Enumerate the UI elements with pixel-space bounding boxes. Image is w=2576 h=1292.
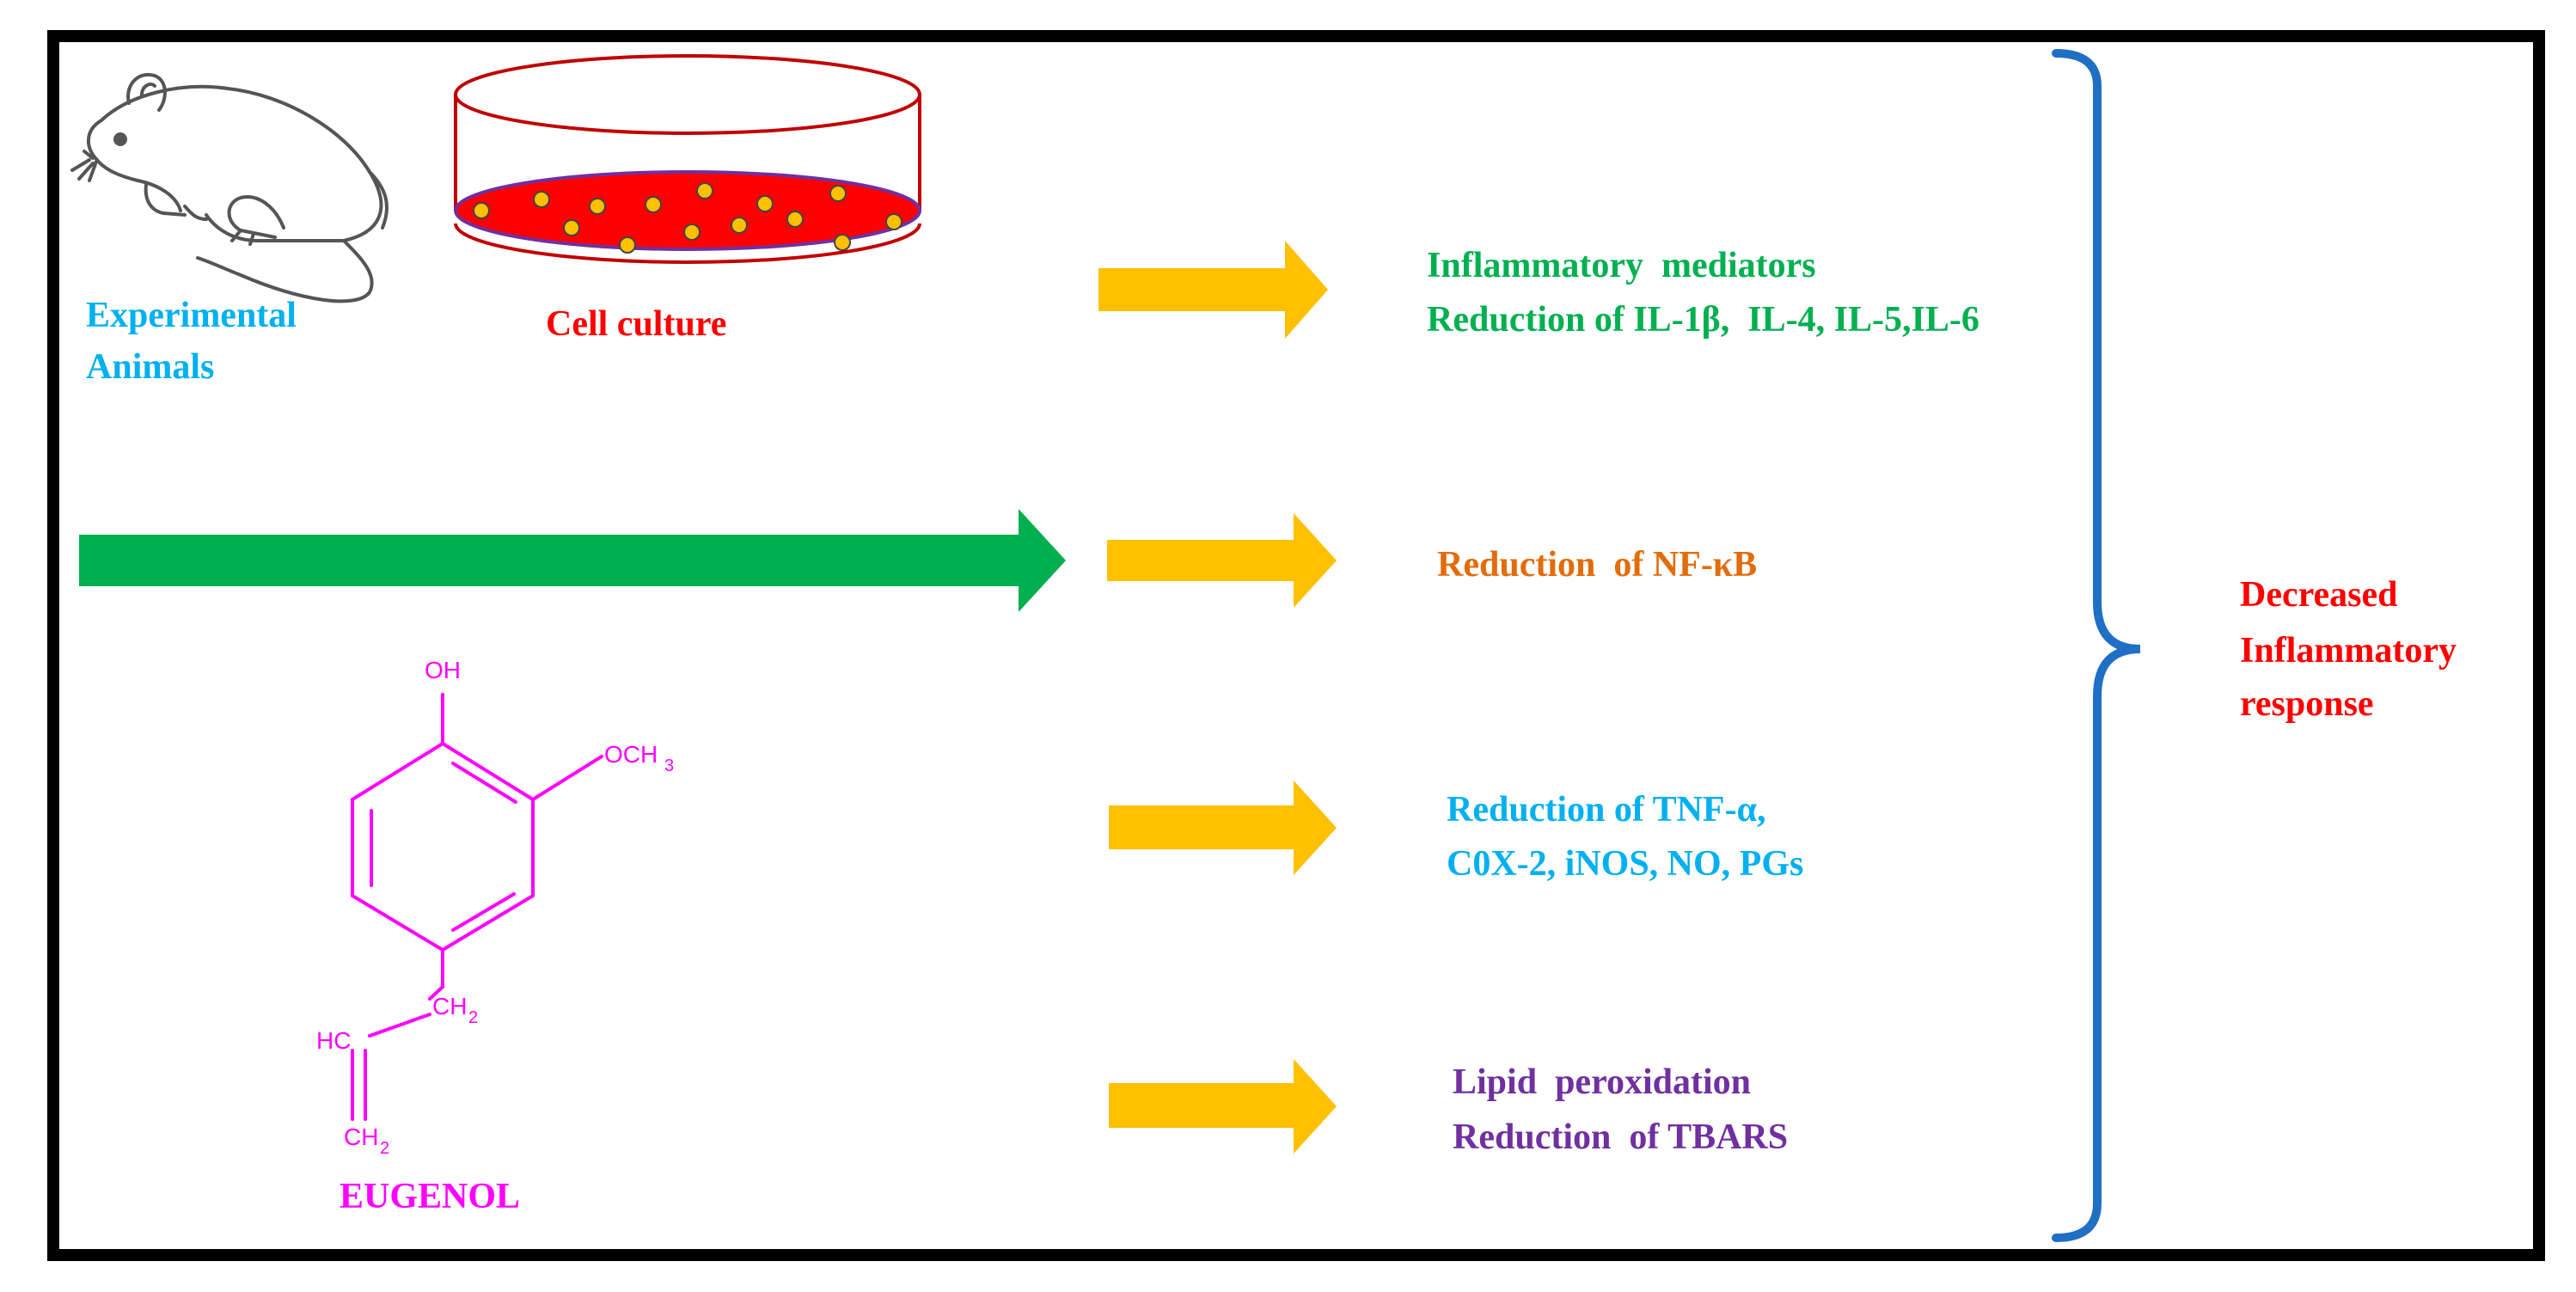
tnf-line2: C0X-2, iNOS, NO, PGs: [1447, 844, 1803, 884]
outcome-line1: Decreased: [2240, 575, 2397, 615]
eugenol-och3-sub: 3: [664, 756, 674, 775]
yellow-arrow-2: [1107, 513, 1337, 608]
yellow-arrow-1: [1098, 241, 1328, 339]
lipid-line1: Lipid peroxidation: [1453, 1062, 1751, 1102]
animals-label-line1: Experimental: [86, 296, 297, 335]
eugenol-name: EUGENOL: [340, 1177, 520, 1216]
cell-culture-label: Cell culture: [546, 304, 726, 344]
tnf-line1: Reduction of TNF-α,: [1447, 790, 1766, 830]
mediators-line2: Reduction of IL-1β, IL-4, IL-5,IL-6: [1427, 300, 1979, 340]
eugenol-ch2-top-sub: 2: [468, 1008, 478, 1027]
mediators-line1: Inflammatory mediators: [1427, 246, 1816, 285]
eugenol-ch2-top: CH: [432, 993, 467, 1020]
outcome-line3: response: [2240, 684, 2374, 724]
cell-dots: [473, 182, 903, 254]
yellow-arrow-4: [1109, 1059, 1337, 1154]
animals-label-line2: Animals: [86, 347, 214, 387]
eugenol-structure: [351, 693, 603, 1121]
eugenol-och3: OCH: [604, 741, 658, 768]
mouse-icon: [70, 72, 389, 303]
lipid-line2: Reduction of TBARS: [1453, 1117, 1788, 1157]
diagram-frame: [47, 30, 2545, 1261]
eugenol-ch2-bottom: CH: [344, 1124, 378, 1150]
eugenol-hc: HC: [316, 1027, 351, 1054]
nfkb-label: Reduction of NF-κB: [1437, 545, 1757, 585]
right-curly-brace: [2052, 49, 2141, 1242]
eugenol-ch2-bottom-sub: 2: [380, 1139, 389, 1158]
petri-dish-icon: [454, 54, 921, 264]
green-arrow: [79, 509, 1066, 612]
yellow-arrow-3: [1109, 781, 1337, 875]
outcome-line2: Inflammatory: [2240, 631, 2457, 670]
eugenol-oh: OH: [425, 657, 461, 683]
